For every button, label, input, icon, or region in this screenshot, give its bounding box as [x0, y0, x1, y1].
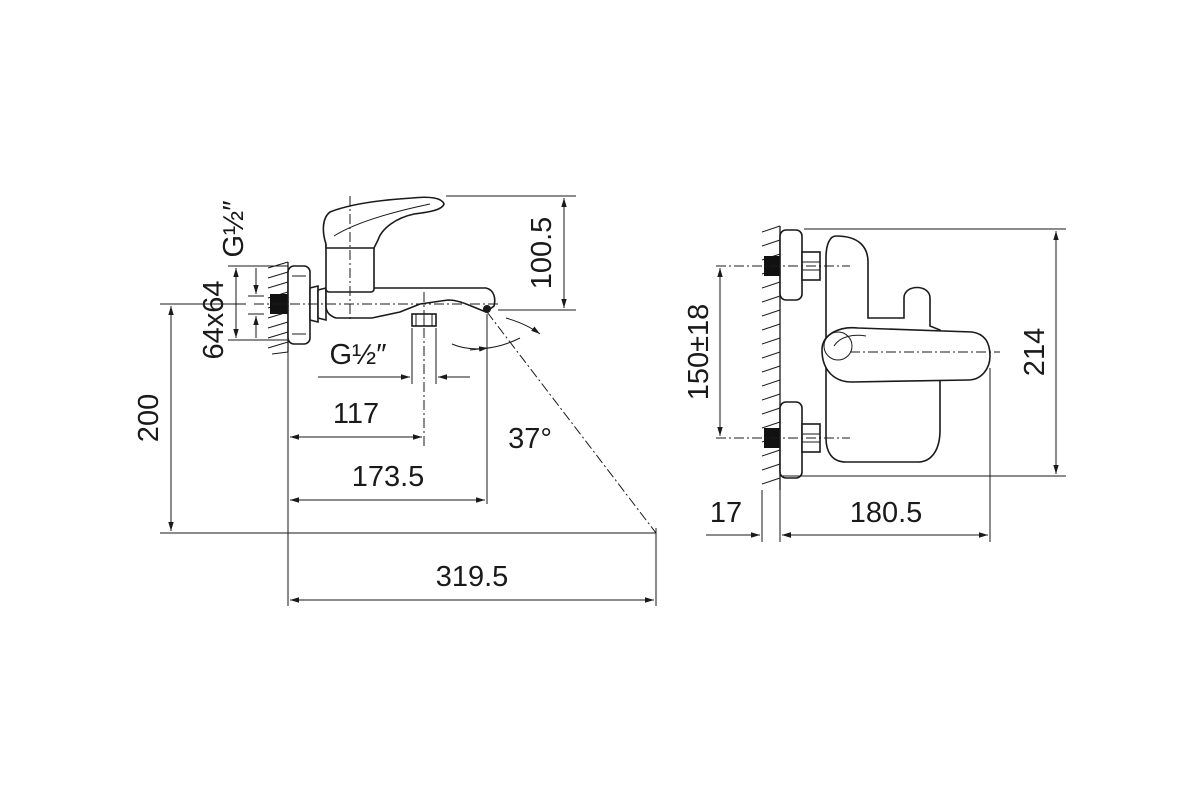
- dim-eccentric-64x64: 64x64: [198, 280, 230, 359]
- eccentric-nut: [287, 265, 311, 345]
- dim-length-319-5: 319.5: [436, 561, 509, 593]
- dim-length-173-5: 173.5: [352, 461, 425, 493]
- mixer-body: [325, 287, 496, 319]
- dim-height-214: 214: [1019, 328, 1051, 376]
- lever-handle: [322, 196, 445, 249]
- eccentric-nut-top: [779, 229, 803, 301]
- dim-thread-outlet: G½″: [329, 339, 386, 371]
- dim-centers-150: 150±18: [683, 304, 715, 401]
- dim-angle-37: 37°: [508, 423, 552, 455]
- front-view: 150±18 214 17 180.5: [683, 225, 1066, 542]
- side-view: 100.5 G½″ 64x64 G½″ 200 117 173.5: [133, 195, 657, 606]
- spout-outlet: [483, 305, 491, 313]
- dim-height-100-5: 100.5: [526, 217, 558, 290]
- dim-height-200: 200: [133, 394, 165, 442]
- dim-depth-180-5: 180.5: [850, 497, 923, 529]
- dim-length-117: 117: [333, 398, 379, 430]
- dim-thread-top: G½″: [218, 200, 250, 257]
- lever-handle-front: [821, 326, 991, 383]
- dim-wall-17: 17: [710, 497, 742, 529]
- eccentric-nut-bottom: [779, 401, 803, 479]
